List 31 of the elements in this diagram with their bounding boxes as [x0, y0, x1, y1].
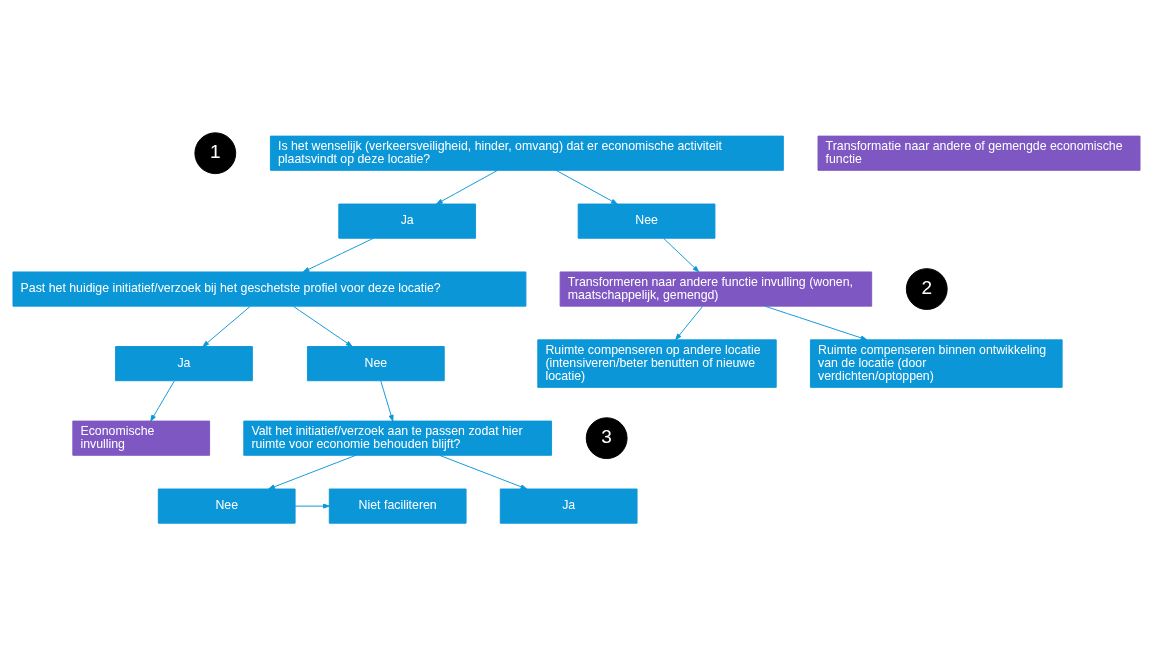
node-box: Ruimte compenseren binnen ontwikkeling van de locatie (door verdichten/optoppen) — [809, 338, 1063, 388]
arrow — [663, 237, 700, 272]
node-box: Past het huidige initiatief/verzoek bij het geschetste profiel voor deze locatie? — [12, 271, 527, 307]
node-box: Ruimte compenseren op andere locatie (intensiveren/beter benutten of nieuwe locatie) — [537, 338, 777, 388]
node-circle: 1 — [194, 131, 237, 174]
arrow — [202, 305, 251, 347]
arrow — [302, 237, 374, 272]
arrow — [436, 169, 499, 204]
node-box: Economische invulling — [72, 420, 211, 456]
arrow — [555, 169, 618, 204]
arrow — [268, 454, 357, 489]
arrow — [439, 454, 528, 489]
arrow — [150, 380, 175, 422]
node-box: Transformeren naar andere functie invulling (wonen, maatschappelijk, gemengd) — [559, 271, 873, 307]
node-box: Valt het initiatief/verzoek aan te passen zodat hier ruimte voor economie behouden blijft? — [243, 420, 553, 456]
arrow — [292, 305, 353, 347]
node-box: Transformatie naar andere of gemengde economische functie — [817, 135, 1141, 171]
node-box: Ja — [499, 488, 638, 524]
arrow — [380, 380, 394, 422]
arrow — [764, 305, 868, 340]
node-box: Nee — [306, 345, 445, 381]
node-box: Ja — [115, 345, 253, 381]
node-box: Nee — [577, 203, 716, 239]
node-circle: 2 — [905, 267, 948, 310]
node-circle: 3 — [585, 416, 628, 459]
node-box: Ja — [338, 203, 477, 239]
arrow — [675, 305, 703, 340]
node-box: Is het wenselijk (verkeersveiligheid, hinder, omvang) dat er economische activiteit plaatsvindt op deze locatie? — [269, 135, 784, 171]
arrow — [294, 503, 330, 509]
node-box: Nee — [157, 488, 296, 524]
node-box: Niet faciliteren — [328, 488, 467, 524]
